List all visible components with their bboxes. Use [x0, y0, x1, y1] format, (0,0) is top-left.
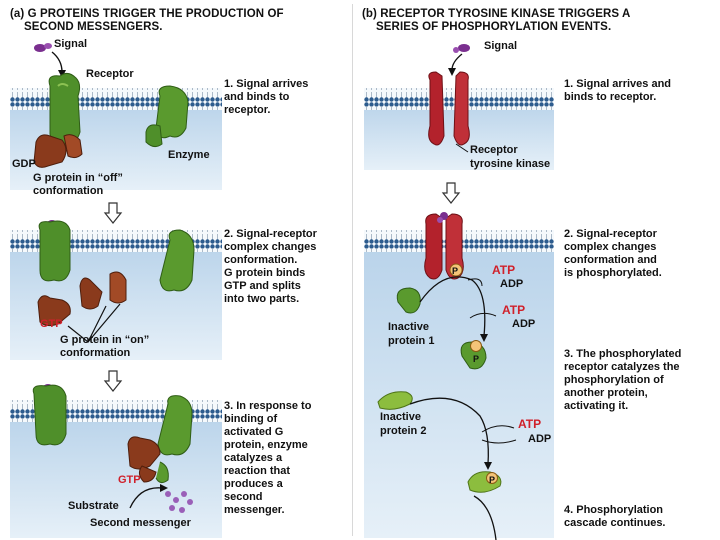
panel-a-letter: (a) [10, 8, 25, 20]
phosphate-label: P [473, 354, 480, 364]
panel-a-step-1: 1. Signal arrives and binds to receptor. [224, 78, 308, 117]
signal-label-a: Signal [54, 38, 88, 50]
panel-b-letter: (b) [362, 8, 377, 20]
g-protein-split-icon [37, 271, 127, 327]
step-line: and binds to [224, 91, 290, 103]
panel-b-title-line2: SERIES OF PHOSPHORYLATION EVENTS. [376, 21, 612, 33]
step-line: receptor catalyzes the [564, 361, 680, 373]
second-messenger-label: Second messenger [90, 517, 191, 529]
step-line: binds to receptor. [564, 91, 657, 103]
atp-label-1: ATP [492, 263, 516, 277]
panel-b-step-4: 4. Phosphorylation cascade continues. [564, 504, 666, 530]
step-line: In response to [236, 400, 312, 412]
panel-b-cascade-illustration [377, 212, 517, 540]
panel-b-title-line1: RECEPTOR TYROSINE KINASE TRIGGERS A [380, 8, 631, 20]
receptor-tyrosine-kinase-icon [428, 71, 470, 146]
gtp-label-2: GTP [118, 474, 141, 486]
step-line: activating it. [564, 400, 629, 412]
inactive-protein-2-label-2: protein 2 [380, 425, 427, 437]
adp-label-3: ADP [528, 433, 552, 445]
step-line: receptor. [224, 104, 271, 116]
step-line: reaction that [224, 465, 291, 477]
step-number: 1. [564, 78, 574, 90]
step-line: another protein, [564, 387, 648, 399]
panel-a-title: (a) G PROTEINS TRIGGER THE PRODUCTION OF… [10, 8, 284, 34]
step-line: activated G [224, 426, 284, 438]
g-protein-on-label-2: conformation [60, 347, 131, 359]
receptor-icon [48, 72, 81, 146]
step-line: complex changes [224, 241, 317, 253]
phosphate-label: P [452, 266, 459, 276]
step-line: catalyzes a [224, 452, 283, 464]
panel-b-step-2: 2. Signal-receptor complex changes confo… [564, 228, 662, 280]
signal-molecule-icon [453, 44, 470, 53]
panel-b-step-1: 1. Signal arrives and binds to receptor. [564, 78, 671, 104]
step-number: 1. [224, 78, 234, 90]
step-number: 3. [224, 400, 234, 412]
down-arrow-icon [103, 370, 123, 392]
atp-label-2: ATP [502, 303, 526, 317]
step-line: second [224, 491, 263, 503]
panel-b-step-3: 3. The phosphorylated receptor catalyzes… [564, 348, 681, 413]
step-line: GTP and splits [224, 280, 301, 292]
panel-a-title-line2: SECOND MESSENGERS. [24, 21, 163, 33]
step-line: complex changes [564, 241, 657, 253]
receptor-tyrosine-kinase-active-icon [424, 212, 464, 280]
step-number: 3. [564, 348, 574, 360]
adp-label-2: ADP [512, 318, 536, 330]
step-line: conformation. [224, 254, 298, 266]
step-line: G protein binds [224, 267, 306, 279]
step-line: Phosphorylation [576, 504, 664, 516]
down-arrow-icon [441, 182, 461, 204]
panel-a-step1-illustration [33, 43, 189, 168]
step-line: protein, enzyme [224, 439, 308, 451]
rtk-label-2: tyrosine kinase [470, 158, 551, 170]
step-line: into two parts. [224, 293, 300, 305]
panel-a-step-3: 3. In response to binding of activated G… [224, 400, 311, 517]
panel-a-step2-illustration [37, 220, 195, 343]
gdp-label: GDP [12, 158, 36, 170]
enzyme-icon [145, 85, 189, 148]
step-number: 2. [224, 228, 234, 240]
second-messenger-dots-icon [165, 491, 193, 513]
signal-label-b: Signal [484, 40, 518, 52]
step-line: messenger. [224, 504, 285, 516]
gtp-label-1: GTP [40, 318, 63, 330]
atp-label-3: ATP [518, 417, 542, 431]
step-line: Signal arrives and [576, 78, 672, 90]
receptor-label-a: Receptor [86, 68, 134, 80]
phosphate-label: P [489, 475, 496, 485]
inactive-protein-1-label-2: protein 1 [388, 335, 435, 347]
panel-divider [352, 4, 353, 536]
step-number: 2. [564, 228, 574, 240]
step-line: The phosphorylated [576, 348, 682, 360]
panel-a-step-2: 2. Signal-receptor complex changes confo… [224, 228, 317, 306]
panel-a-title-line1: G PROTEINS TRIGGER THE PRODUCTION OF [27, 8, 284, 20]
step-line: Signal-receptor [576, 228, 657, 240]
panel-b-title: (b) RECEPTOR TYROSINE KINASE TRIGGERS A … [362, 8, 630, 34]
down-arrow-icon [103, 202, 123, 224]
adp-label-1: ADP [500, 278, 524, 290]
g-protein-off-label-1: G protein in “off” [33, 172, 123, 184]
inactive-protein-2-label-1: Inactive [380, 411, 421, 423]
substrate-label: Substrate [68, 500, 119, 512]
enzyme-label: Enzyme [168, 149, 210, 161]
g-protein-icon [33, 134, 83, 168]
step-line: is phosphorylated. [564, 267, 662, 279]
panel-b-step1-illustration [428, 44, 470, 153]
step-line: cascade continues. [564, 517, 666, 529]
step-line: Signal arrives [236, 78, 309, 90]
step-line: produces a [224, 478, 283, 490]
g-protein-off-label-2: conformation [33, 185, 104, 197]
g-protein-on-label-1: G protein in “on” [60, 334, 150, 346]
signal-molecule-icon [34, 43, 52, 52]
step-line: binding of [224, 413, 278, 425]
inactive-protein-1-label-1: Inactive [388, 321, 429, 333]
step-number: 4. [564, 504, 574, 516]
step-line: phosphorylation of [564, 374, 664, 386]
step-line: Signal-receptor [236, 228, 317, 240]
step-line: conformation and [564, 254, 657, 266]
panel-a-step3-illustration [32, 384, 193, 513]
rtk-label-1: Receptor [470, 144, 518, 156]
